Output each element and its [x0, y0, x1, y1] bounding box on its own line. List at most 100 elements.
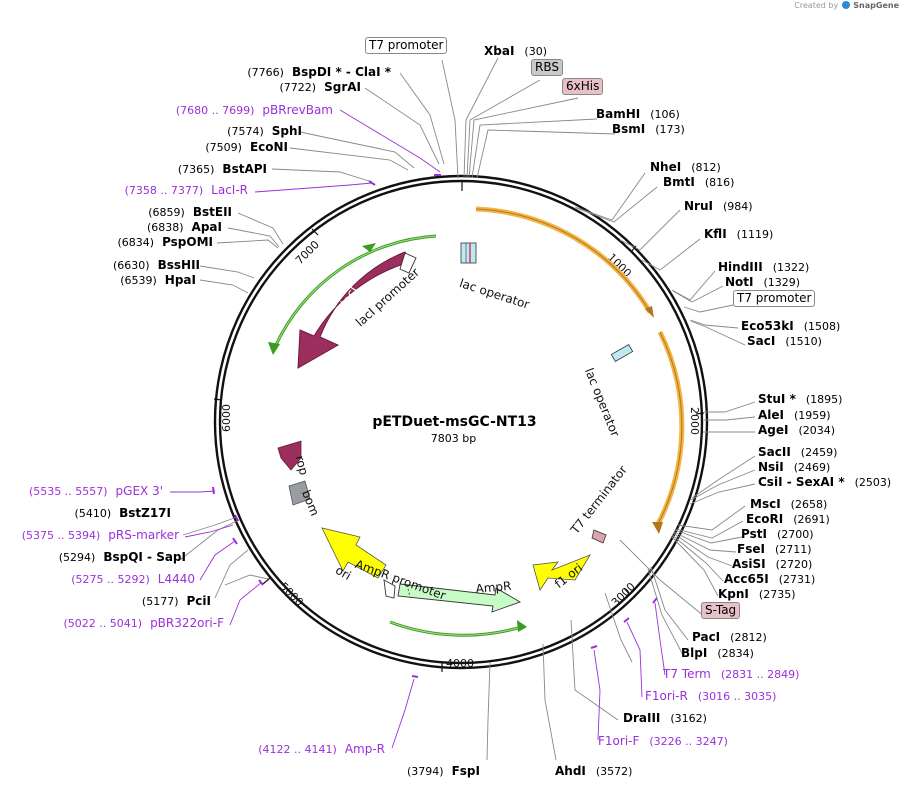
primer-position: (5375 .. 5394)	[21, 529, 101, 542]
site-label: T7 promoter	[733, 290, 816, 307]
site-name: KpnI	[718, 587, 749, 601]
site-label: DraIII(3162)	[623, 711, 707, 726]
feature-label: AmpR promoter	[353, 557, 448, 603]
t7-terminator-box	[591, 529, 607, 544]
site-position: (1510)	[785, 335, 822, 348]
lac-operator-right-box	[610, 343, 634, 363]
site-name: NruI	[684, 199, 713, 213]
plasmid-size: 7803 bp	[430, 432, 477, 445]
feature-label: AmpR	[475, 578, 512, 596]
plasmid-name: pETDuet-msGC-NT13	[372, 414, 537, 430]
site-position: (30)	[524, 45, 547, 58]
site-name: AsiSI	[732, 557, 766, 571]
site-name: PspOMI	[162, 235, 213, 249]
site-label: KflI(1119)	[704, 227, 773, 242]
site-position: (173)	[655, 123, 685, 136]
site-name: SgrAI	[324, 80, 361, 94]
site-label: (3794)FspI	[407, 764, 480, 779]
site-label: 6xHis	[562, 78, 604, 95]
site-label: (5535 .. 5557)pGEX 3'	[29, 484, 163, 499]
site-name: XbaI	[484, 44, 515, 58]
primer-position: (4122 .. 4141)	[258, 743, 337, 756]
site-name: Eco53kI	[741, 319, 794, 333]
site-position: (7574)	[227, 125, 264, 138]
site-label: S-Tag	[701, 602, 741, 619]
site-position: (2735)	[758, 588, 796, 601]
site-name: PacI	[692, 630, 721, 644]
site-name: BmtI	[663, 175, 695, 189]
primer-position: (7680 .. 7699)	[175, 104, 255, 117]
site-label: (6539)HpaI	[120, 273, 196, 288]
site-label: (7509)EcoNI	[205, 140, 288, 155]
site-label: T7 Term (2831 .. 2849)	[663, 667, 799, 682]
site-label: PacI(2812)	[692, 630, 767, 645]
ampR-promoter	[383, 579, 396, 599]
site-name: SacI	[747, 334, 776, 348]
primer-name: T7 Term	[663, 667, 711, 681]
lacI-promoter	[399, 252, 417, 274]
credit-text: Created by	[794, 1, 839, 10]
site-label: AsiSI (2720)	[732, 557, 812, 572]
site-label: BsmI(173)	[612, 122, 685, 137]
primer-position: (2831 .. 2849)	[720, 668, 800, 681]
feature-label: lacI promoter	[353, 265, 423, 330]
rop-arrow	[277, 440, 302, 471]
site-position: (1322)	[772, 261, 810, 274]
site-label: Acc65I(2731)	[724, 572, 815, 587]
site-position: (6859)	[148, 206, 185, 219]
primer-position: (5535 .. 5557)	[28, 485, 108, 498]
site-label: HindIII (1322)	[718, 260, 809, 275]
site-label: NheI(812)	[650, 160, 721, 175]
site-label: F1ori-F(3226 .. 3247)	[598, 734, 728, 749]
site-position: (1329)	[763, 276, 801, 289]
site-position: (7766)	[247, 66, 284, 79]
feature-label: T7 terminator	[568, 462, 630, 537]
site-label: (5177)PciI	[142, 594, 211, 609]
primer-position: (7358 .. 7377)	[124, 184, 204, 197]
site-position: (2720)	[775, 558, 813, 571]
site-position: (3162)	[670, 712, 707, 725]
site-name: BssHII	[157, 258, 200, 272]
primer-marks	[212, 174, 658, 678]
site-label: NruI (984)	[684, 199, 753, 214]
primer-leaders	[170, 109, 666, 749]
site-name: NsiI	[758, 460, 784, 474]
site-name: BstZ17I	[119, 506, 171, 520]
site-position: (2503)	[854, 476, 892, 489]
feature-box-label: T7 promoter	[365, 37, 448, 54]
leader-lines	[179, 57, 756, 761]
site-label: EcoRI(2691)	[746, 512, 830, 527]
feature-label: f1 ori	[552, 560, 586, 592]
site-position: (3572)	[595, 765, 633, 778]
site-position: (2711)	[774, 543, 812, 556]
site-label: SacI (1510)	[747, 334, 822, 349]
primer-position: (5275 .. 5292)	[71, 573, 150, 586]
site-name: ApaI	[191, 220, 222, 234]
site-position: (2700)	[776, 528, 814, 541]
site-name: HindIII	[718, 260, 763, 274]
site-position: (984)	[722, 200, 753, 213]
site-position: (2034)	[798, 424, 836, 437]
site-label: AhdI(3572)	[555, 764, 632, 779]
site-position: (2691)	[793, 513, 830, 526]
site-position: (7722)	[279, 81, 317, 94]
site-name: BstAPI	[222, 162, 267, 176]
site-position: (1119)	[736, 228, 774, 241]
primer-name: pBR322ori-F	[150, 616, 224, 630]
site-label: (6859)BstEII	[148, 205, 232, 220]
tick-marks	[213, 181, 705, 672]
feature-box-label: 6xHis	[562, 78, 604, 95]
site-label: (7365)BstAPI	[178, 162, 267, 177]
site-label: FseI(2711)	[737, 542, 812, 557]
site-position: (2834)	[717, 647, 754, 660]
snapgene-logo-icon	[841, 1, 850, 9]
primer-name: pRS-marker	[108, 528, 179, 542]
primer-position: (5022 .. 5041)	[63, 617, 143, 630]
site-name: StuI *	[758, 392, 796, 406]
site-label: (7358 .. 7377)LacI-R	[125, 183, 248, 198]
feature-box-label: RBS	[531, 59, 563, 76]
feature-label: lac operator	[457, 276, 532, 312]
lacI-arrow	[297, 251, 411, 369]
site-label: (6630)BssHII	[113, 258, 200, 273]
site-label: (7722) SgrAI	[280, 80, 361, 95]
